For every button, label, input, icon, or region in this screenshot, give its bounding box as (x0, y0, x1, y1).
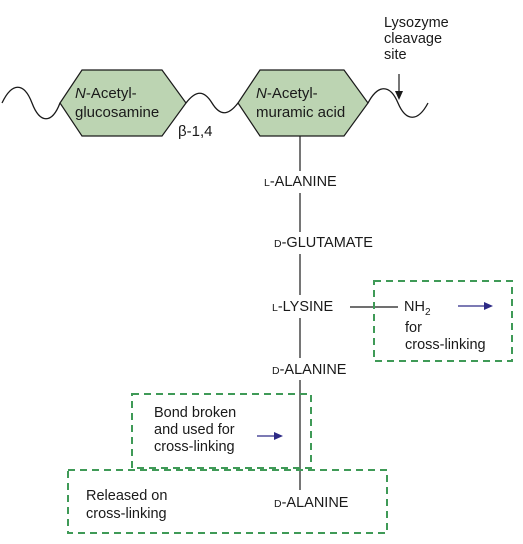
muramic-acid-hexagon (237, 69, 369, 137)
glucosamine-label: N-Acetyl- glucosamine (75, 85, 160, 121)
lysozyme-arrowhead (395, 91, 403, 100)
bond-broken-dashed-box (131, 393, 312, 469)
peptide-l-lysine: L-LYSINE (272, 299, 334, 315)
lysozyme-label: Lysozyme cleavage site (384, 15, 449, 63)
peptide-d-glutamate: D-GLUTAMATE (274, 235, 373, 251)
glycan-chain-left (1, 86, 61, 120)
bond-broken-arrowhead (274, 432, 283, 440)
glycan-chain-right (367, 88, 429, 118)
glucosamine-hexagon (59, 69, 187, 137)
muramic-acid-label: N-Acetyl- muramic acid (256, 85, 346, 121)
released-label: Released on cross-linking (86, 488, 168, 522)
nh2-for-label: for cross-linking (405, 320, 486, 353)
nh2-label: NH2 (404, 299, 431, 318)
glycan-chain-middle (185, 92, 239, 114)
beta-1-4-bond-label: β-1,4 (178, 123, 213, 140)
released-dashed-box (67, 469, 388, 534)
peptide-d-alanine-5: D-ALANINE (274, 495, 349, 511)
nh2-arrowhead (484, 302, 493, 310)
peptide-l-alanine: L-ALANINE (264, 174, 337, 190)
bond-broken-label: Bond broken and used for cross-linking (154, 405, 237, 455)
peptide-d-alanine-4: D-ALANINE (272, 362, 347, 378)
nh2-dashed-box (373, 280, 513, 362)
